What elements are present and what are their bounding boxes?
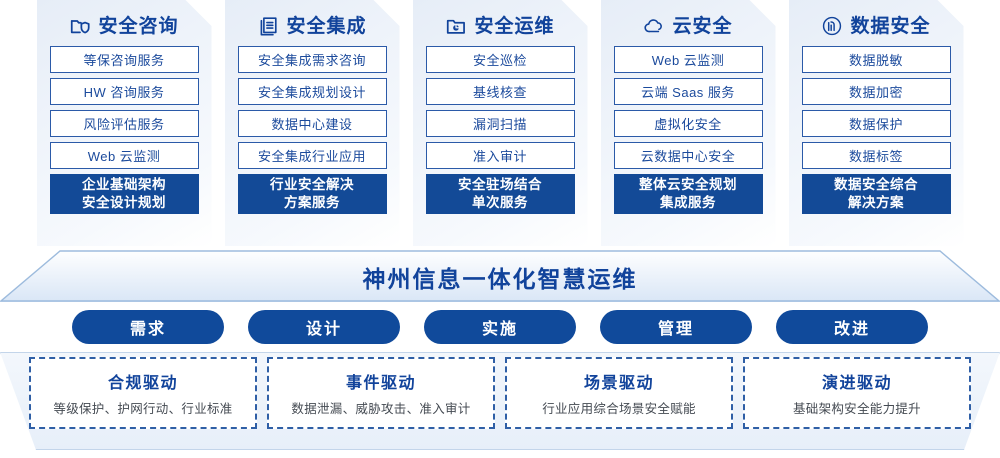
service-item[interactable]: HW 咨询服务 — [50, 78, 199, 105]
driver-title: 合规驱动 — [107, 375, 178, 392]
service-item[interactable]: 数据保护 — [802, 110, 951, 137]
column-title: 数据安全 — [850, 15, 931, 37]
service-column-cloud-security[interactable]: 云安全 Web 云监测 云端 Saas 服务 虚拟化安全 云数据中心安全 整体云… — [601, 0, 776, 246]
driver-subtitle: 等级保护、护网行动、行业标准 — [53, 402, 233, 416]
service-item[interactable]: 安全巡检 — [426, 46, 575, 73]
phase-pill-requirement[interactable]: 需求 — [72, 310, 224, 344]
phase-pill-implementation[interactable]: 实施 — [424, 310, 576, 344]
highlight-line-2: 安全设计规划 — [82, 195, 166, 210]
column-title: 安全咨询 — [98, 15, 179, 37]
service-item[interactable]: 安全集成规划设计 — [238, 78, 387, 105]
cloud-icon — [643, 15, 665, 37]
service-column-security-operations[interactable]: 安全运维 安全巡检 基线核查 漏洞扫描 准入审计 安全驻场结合 单次服务 — [413, 0, 588, 246]
driver-title: 事件驱动 — [345, 375, 416, 392]
highlight-line-1: 企业基础架构 — [82, 176, 166, 192]
driver-subtitle: 基础架构安全能力提升 — [792, 402, 921, 416]
phase-pill-design[interactable]: 设计 — [248, 310, 400, 344]
highlight-line-2: 方案服务 — [284, 195, 340, 210]
service-item[interactable]: 风险评估服务 — [50, 110, 199, 137]
driver-subtitle: 数据泄漏、威胁攻击、准入审计 — [291, 402, 471, 416]
fingerprint-icon — [821, 15, 843, 37]
service-column-security-consulting[interactable]: 安全咨询 等保咨询服务 HW 咨询服务 风险评估服务 Web 云监测 企业基础架… — [37, 0, 212, 246]
service-item[interactable]: Web 云监测 — [614, 46, 763, 73]
highlight-line-1: 整体云安全规划 — [639, 176, 737, 192]
column-items: 数据脱敏 数据加密 数据保护 数据标签 数据安全综合 解决方案 — [789, 46, 964, 214]
service-item[interactable]: 云数据中心安全 — [614, 142, 763, 169]
service-item[interactable]: 漏洞扫描 — [426, 110, 575, 137]
highlight-line-1: 安全驻场结合 — [458, 176, 542, 192]
driver-title: 演进驱动 — [821, 375, 892, 392]
column-header: 安全集成 — [225, 0, 400, 46]
stacked-documents-icon — [257, 15, 279, 37]
column-header: 云安全 — [601, 0, 776, 46]
column-header: 数据安全 — [789, 0, 964, 46]
service-highlight[interactable]: 安全驻场结合 单次服务 — [426, 174, 575, 214]
column-items: 等保咨询服务 HW 咨询服务 风险评估服务 Web 云监测 企业基础架构 安全设… — [37, 46, 212, 214]
service-item[interactable]: 数据脱敏 — [802, 46, 951, 73]
highlight-line-1: 数据安全综合 — [834, 176, 918, 192]
service-item[interactable]: 数据标签 — [802, 142, 951, 169]
phase-pills: 需求 设计 实施 管理 改进 — [0, 310, 1000, 344]
highlight-line-2: 解决方案 — [848, 195, 904, 210]
folder-chart-icon — [445, 15, 467, 37]
service-item[interactable]: 准入审计 — [426, 142, 575, 169]
drivers-row: 合规驱动 等级保护、护网行动、行业标准 事件驱动 数据泄漏、威胁攻击、准入审计 … — [0, 357, 1000, 445]
driver-card-incident[interactable]: 事件驱动 数据泄漏、威胁攻击、准入审计 — [267, 357, 495, 429]
column-header: 安全咨询 — [37, 0, 212, 46]
driver-card-scenario[interactable]: 场景驱动 行业应用综合场景安全赋能 — [505, 357, 733, 429]
service-columns: 安全咨询 等保咨询服务 HW 咨询服务 风险评估服务 Web 云监测 企业基础架… — [0, 0, 1000, 252]
service-highlight[interactable]: 整体云安全规划 集成服务 — [614, 174, 763, 214]
column-header: 安全运维 — [413, 0, 588, 46]
highlight-line-1: 行业安全解决 — [270, 176, 354, 192]
column-title: 安全运维 — [474, 15, 555, 37]
platform-banner: 神州信息一体化智慧运维 — [0, 250, 1000, 302]
phase-pill-improvement[interactable]: 改进 — [776, 310, 928, 344]
service-item[interactable]: 数据中心建设 — [238, 110, 387, 137]
service-column-data-security[interactable]: 数据安全 数据脱敏 数据加密 数据保护 数据标签 数据安全综合 解决方案 — [789, 0, 964, 246]
service-item[interactable]: Web 云监测 — [50, 142, 199, 169]
service-item[interactable]: 安全集成需求咨询 — [238, 46, 387, 73]
service-highlight[interactable]: 数据安全综合 解决方案 — [802, 174, 951, 214]
service-item[interactable]: 虚拟化安全 — [614, 110, 763, 137]
highlight-line-2: 集成服务 — [660, 195, 716, 210]
driver-subtitle: 行业应用综合场景安全赋能 — [542, 402, 696, 416]
folder-shield-icon — [69, 15, 91, 37]
service-item[interactable]: 安全集成行业应用 — [238, 142, 387, 169]
service-highlight[interactable]: 企业基础架构 安全设计规划 — [50, 174, 199, 214]
column-items: 安全集成需求咨询 安全集成规划设计 数据中心建设 安全集成行业应用 行业安全解决… — [225, 46, 400, 214]
service-item[interactable]: 基线核查 — [426, 78, 575, 105]
driver-card-compliance[interactable]: 合规驱动 等级保护、护网行动、行业标准 — [29, 357, 257, 429]
highlight-line-2: 单次服务 — [472, 195, 528, 210]
driver-title: 场景驱动 — [583, 375, 654, 392]
column-title: 云安全 — [672, 15, 733, 37]
service-column-security-integration[interactable]: 安全集成 安全集成需求咨询 安全集成规划设计 数据中心建设 安全集成行业应用 行… — [225, 0, 400, 246]
service-highlight[interactable]: 行业安全解决 方案服务 — [238, 174, 387, 214]
column-items: 安全巡检 基线核查 漏洞扫描 准入审计 安全驻场结合 单次服务 — [413, 46, 588, 214]
service-item[interactable]: 数据加密 — [802, 78, 951, 105]
phase-pill-management[interactable]: 管理 — [600, 310, 752, 344]
driver-card-evolution[interactable]: 演进驱动 基础架构安全能力提升 — [743, 357, 971, 429]
service-item[interactable]: 云端 Saas 服务 — [614, 78, 763, 105]
platform-banner-title: 神州信息一体化智慧运维 — [362, 266, 638, 292]
column-title: 安全集成 — [286, 15, 367, 37]
column-items: Web 云监测 云端 Saas 服务 虚拟化安全 云数据中心安全 整体云安全规划… — [601, 46, 776, 214]
service-item[interactable]: 等保咨询服务 — [50, 46, 199, 73]
